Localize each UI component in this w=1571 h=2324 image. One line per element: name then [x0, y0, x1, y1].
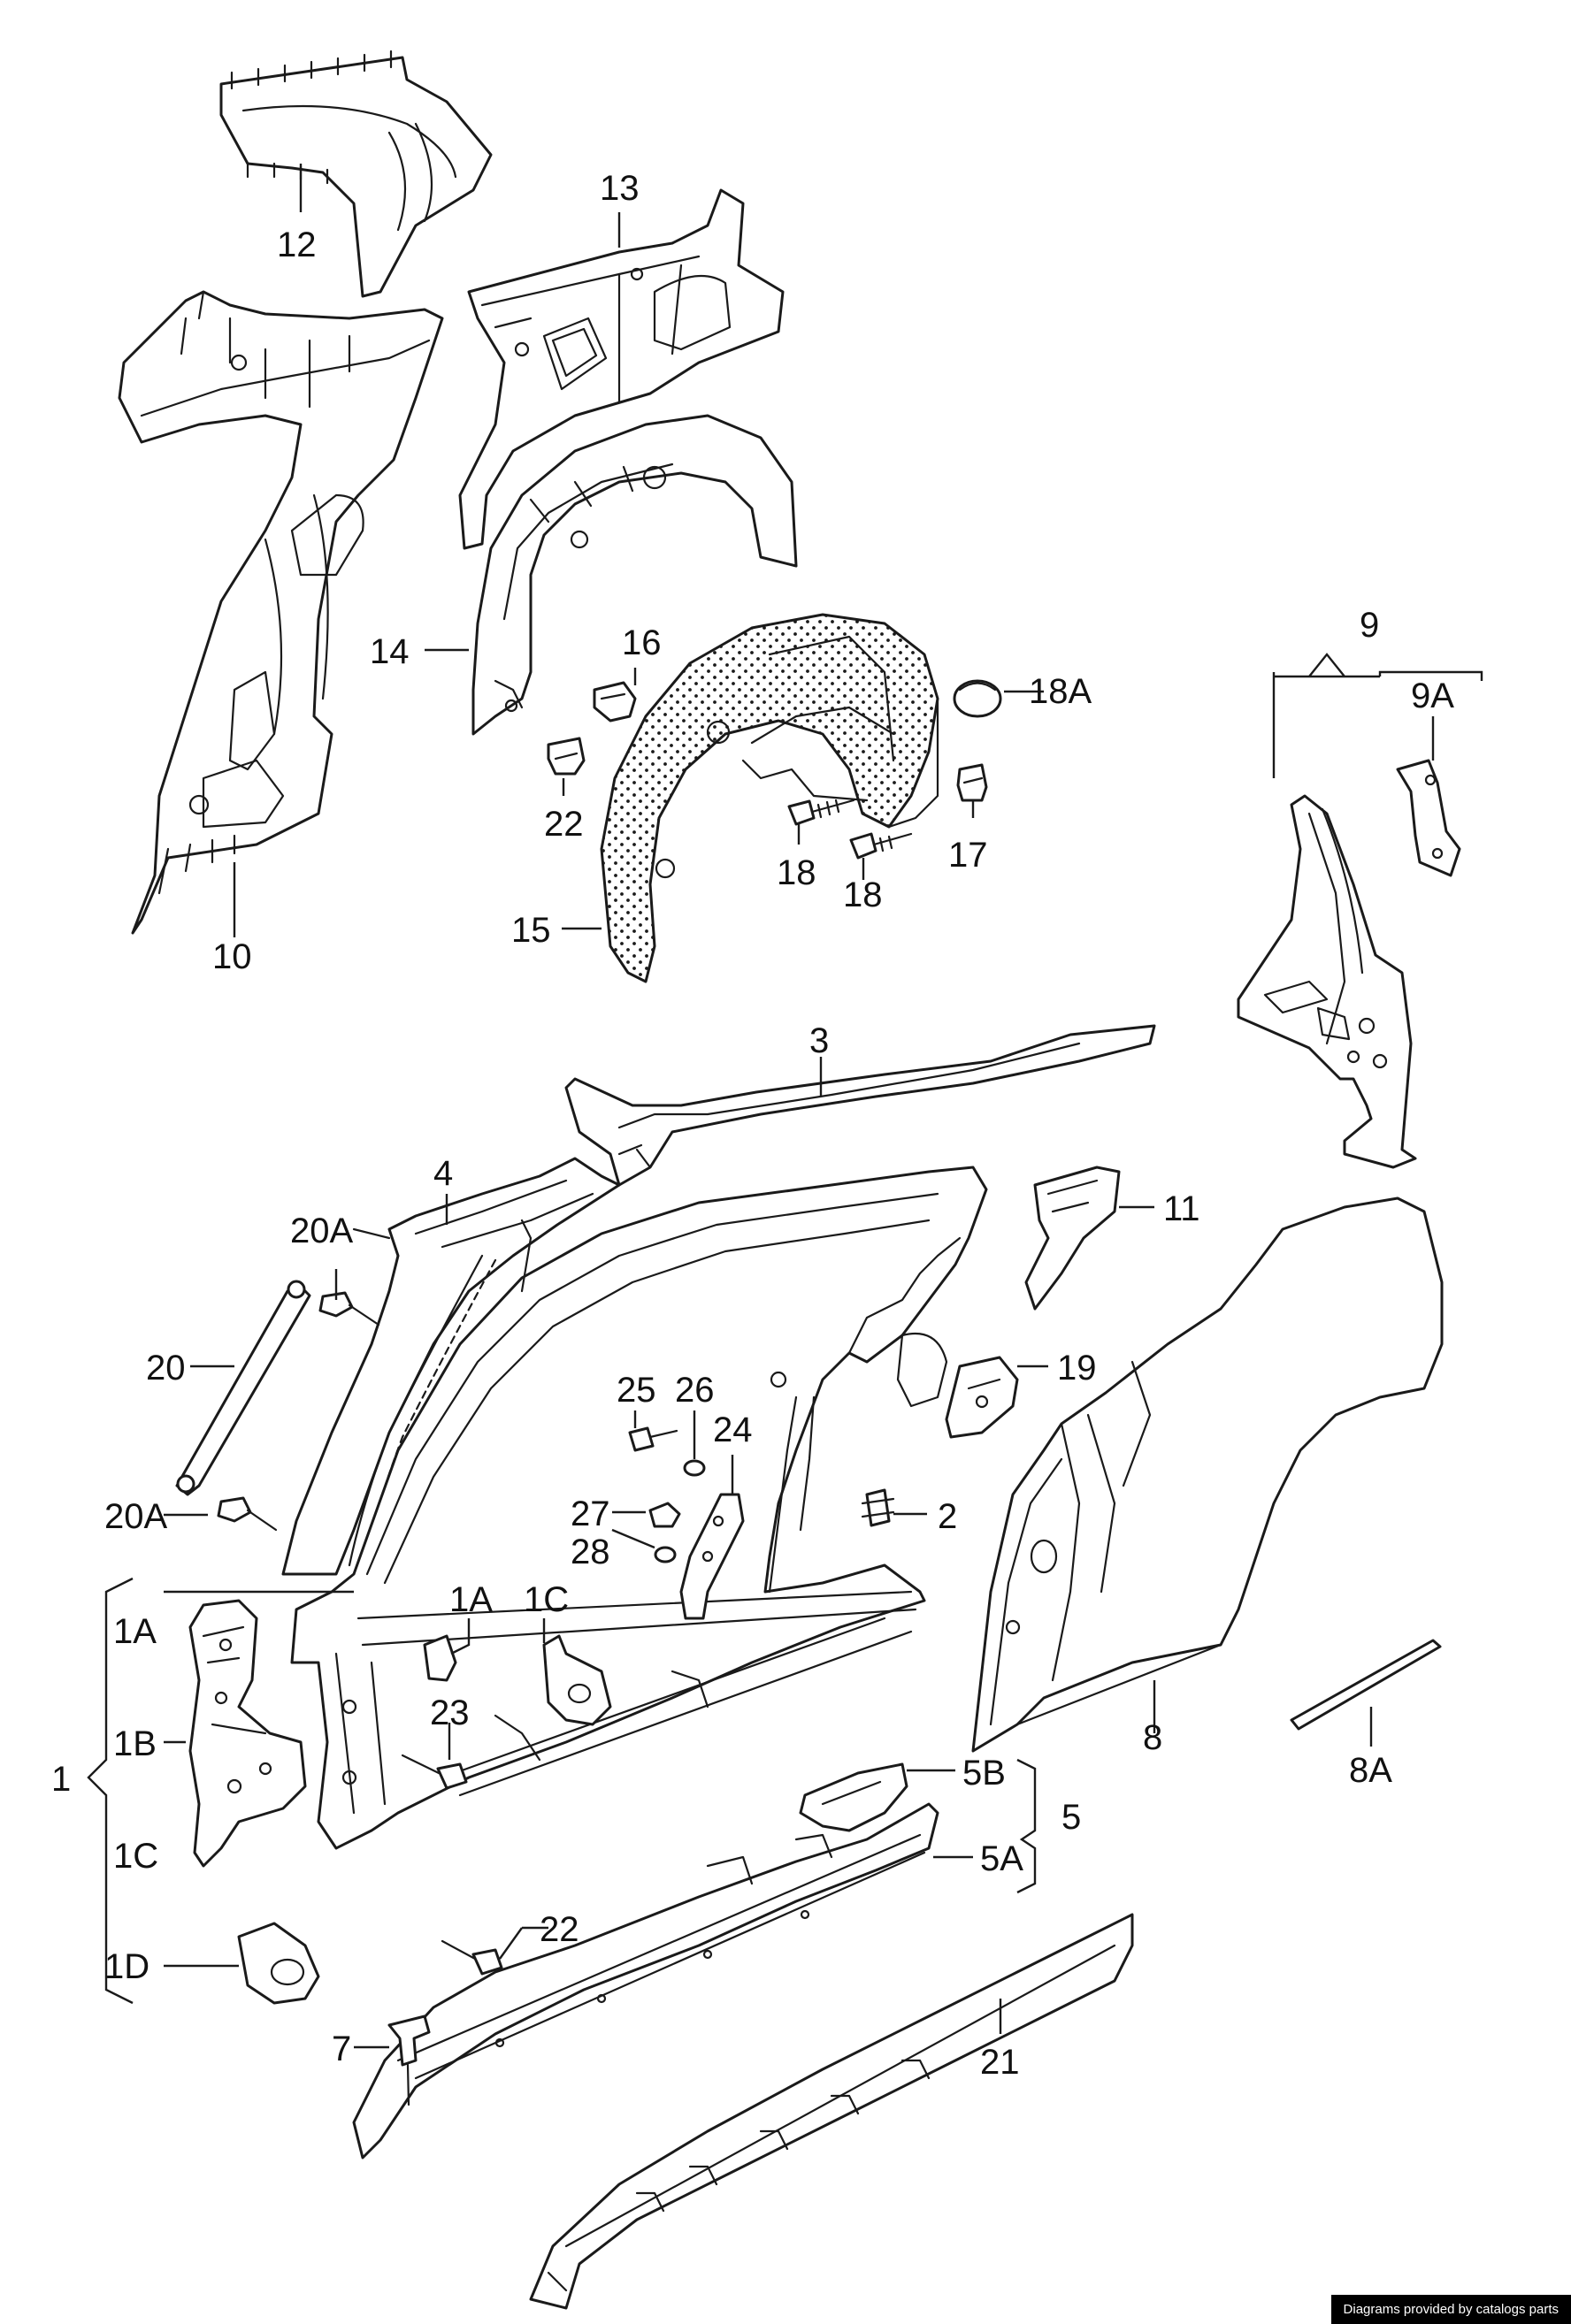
part-24-bracket — [679, 1493, 745, 1620]
part-12-rail-bracket — [219, 50, 493, 298]
callout-14: 14 — [370, 632, 410, 671]
part-9A-small-bracket — [1396, 759, 1461, 877]
leader-lines — [87, 164, 1483, 2049]
callout-9: 9 — [1360, 606, 1379, 645]
part-1D-cap — [237, 1922, 320, 2005]
callout-22-upper: 22 — [544, 805, 584, 844]
part-20-strut — [175, 1280, 311, 1496]
callout-19: 19 — [1057, 1349, 1097, 1388]
callout-8A: 8A — [1349, 1751, 1392, 1790]
callout-25: 25 — [617, 1371, 656, 1410]
callout-5B: 5B — [962, 1754, 1006, 1793]
callout-18-b: 18 — [843, 875, 883, 914]
fastener-26-washer — [683, 1459, 706, 1477]
callout-23: 23 — [430, 1693, 470, 1732]
callout-7: 7 — [332, 2030, 351, 2068]
fastener-16-clip — [593, 681, 637, 722]
part-19-bracket — [945, 1356, 1019, 1439]
diagram-credit: Diagrams provided by catalogs parts — [1330, 2295, 1571, 2324]
part-2-clip — [861, 1488, 895, 1527]
callout-27: 27 — [571, 1495, 610, 1533]
part-3-upper-rail — [564, 1024, 1156, 1187]
fastener-18-bolt-a — [787, 799, 855, 826]
callout-4: 4 — [433, 1154, 453, 1193]
fastener-22-upper — [547, 737, 586, 776]
callout-15: 15 — [511, 911, 551, 950]
callout-20: 20 — [146, 1349, 186, 1388]
part-1A-clip — [423, 1634, 457, 1682]
part-1A-1B-1C-insert-panel — [188, 1599, 307, 1868]
callout-5A: 5A — [980, 1839, 1023, 1878]
part-1-side-frame — [290, 1166, 988, 1850]
callout-12: 12 — [277, 226, 317, 264]
callout-18A: 18A — [1029, 672, 1092, 711]
callout-17: 17 — [948, 836, 988, 875]
part-5B-sill-bracket — [799, 1762, 908, 1832]
callout-2: 2 — [938, 1497, 957, 1536]
fastener-18A-plug — [953, 679, 1002, 718]
callout-16: 16 — [622, 623, 662, 662]
part-9-rear-bracket — [1237, 794, 1417, 1169]
fastener-28-washer — [654, 1546, 677, 1563]
fastener-20A-upper — [318, 1291, 380, 1326]
fastener-25-bolt — [628, 1426, 678, 1452]
callout-22-lower: 22 — [540, 1910, 579, 1949]
fastener-20A-lower — [217, 1496, 278, 1532]
part-1C-bracket — [542, 1634, 612, 1726]
callout-18-a: 18 — [777, 853, 816, 892]
callout-13: 13 — [600, 169, 640, 208]
callout-9A: 9A — [1411, 677, 1454, 715]
part-14-inner-wheel-arch — [471, 414, 798, 736]
fastener-7-push-pin — [387, 2014, 431, 2106]
callout-1C: 1C — [113, 1837, 158, 1876]
callout-1B: 1B — [113, 1724, 157, 1763]
part-11-bracket — [1024, 1166, 1121, 1311]
callout-24: 24 — [713, 1410, 753, 1449]
callout-3: 3 — [809, 1021, 829, 1060]
callout-28: 28 — [571, 1533, 610, 1571]
callout-1D: 1D — [104, 1947, 149, 1986]
callout-5: 5 — [1061, 1798, 1081, 1837]
callout-11: 11 — [1163, 1189, 1200, 1228]
fastener-18-bolt-b — [849, 832, 913, 860]
fastener-17-clip — [956, 763, 988, 802]
callout-1C-right: 1C — [524, 1580, 569, 1619]
part-8-quarter-panel — [971, 1196, 1444, 1753]
part-8A-rod — [1290, 1639, 1442, 1731]
part-10-rear-pillar-panel — [118, 290, 444, 935]
callout-21: 21 — [980, 2043, 1020, 2082]
callout-8: 8 — [1143, 1718, 1162, 1757]
callout-20A-bottom: 20A — [104, 1497, 167, 1536]
part-21-sill-cover — [529, 1913, 1134, 2310]
part-5A-sill-panel — [352, 1802, 939, 2160]
callout-26: 26 — [675, 1371, 715, 1410]
callout-1A-right: 1A — [449, 1580, 493, 1619]
callout-20A-top: 20A — [290, 1212, 353, 1250]
callout-10: 10 — [212, 937, 252, 976]
fastener-23-bolt — [401, 1754, 468, 1790]
callout-1: 1 — [51, 1760, 71, 1799]
part-15-wheel-housing-liner — [600, 613, 939, 983]
part-13-wheelhouse-upper — [458, 188, 785, 550]
fastener-27-nut — [648, 1502, 681, 1528]
callout-1A: 1A — [113, 1612, 157, 1651]
fastener-22-lower — [441, 1939, 503, 1976]
callout-labels: 12 13 14 16 18A 9 9A 22 17 18 18 15 10 3… — [51, 169, 1454, 2082]
